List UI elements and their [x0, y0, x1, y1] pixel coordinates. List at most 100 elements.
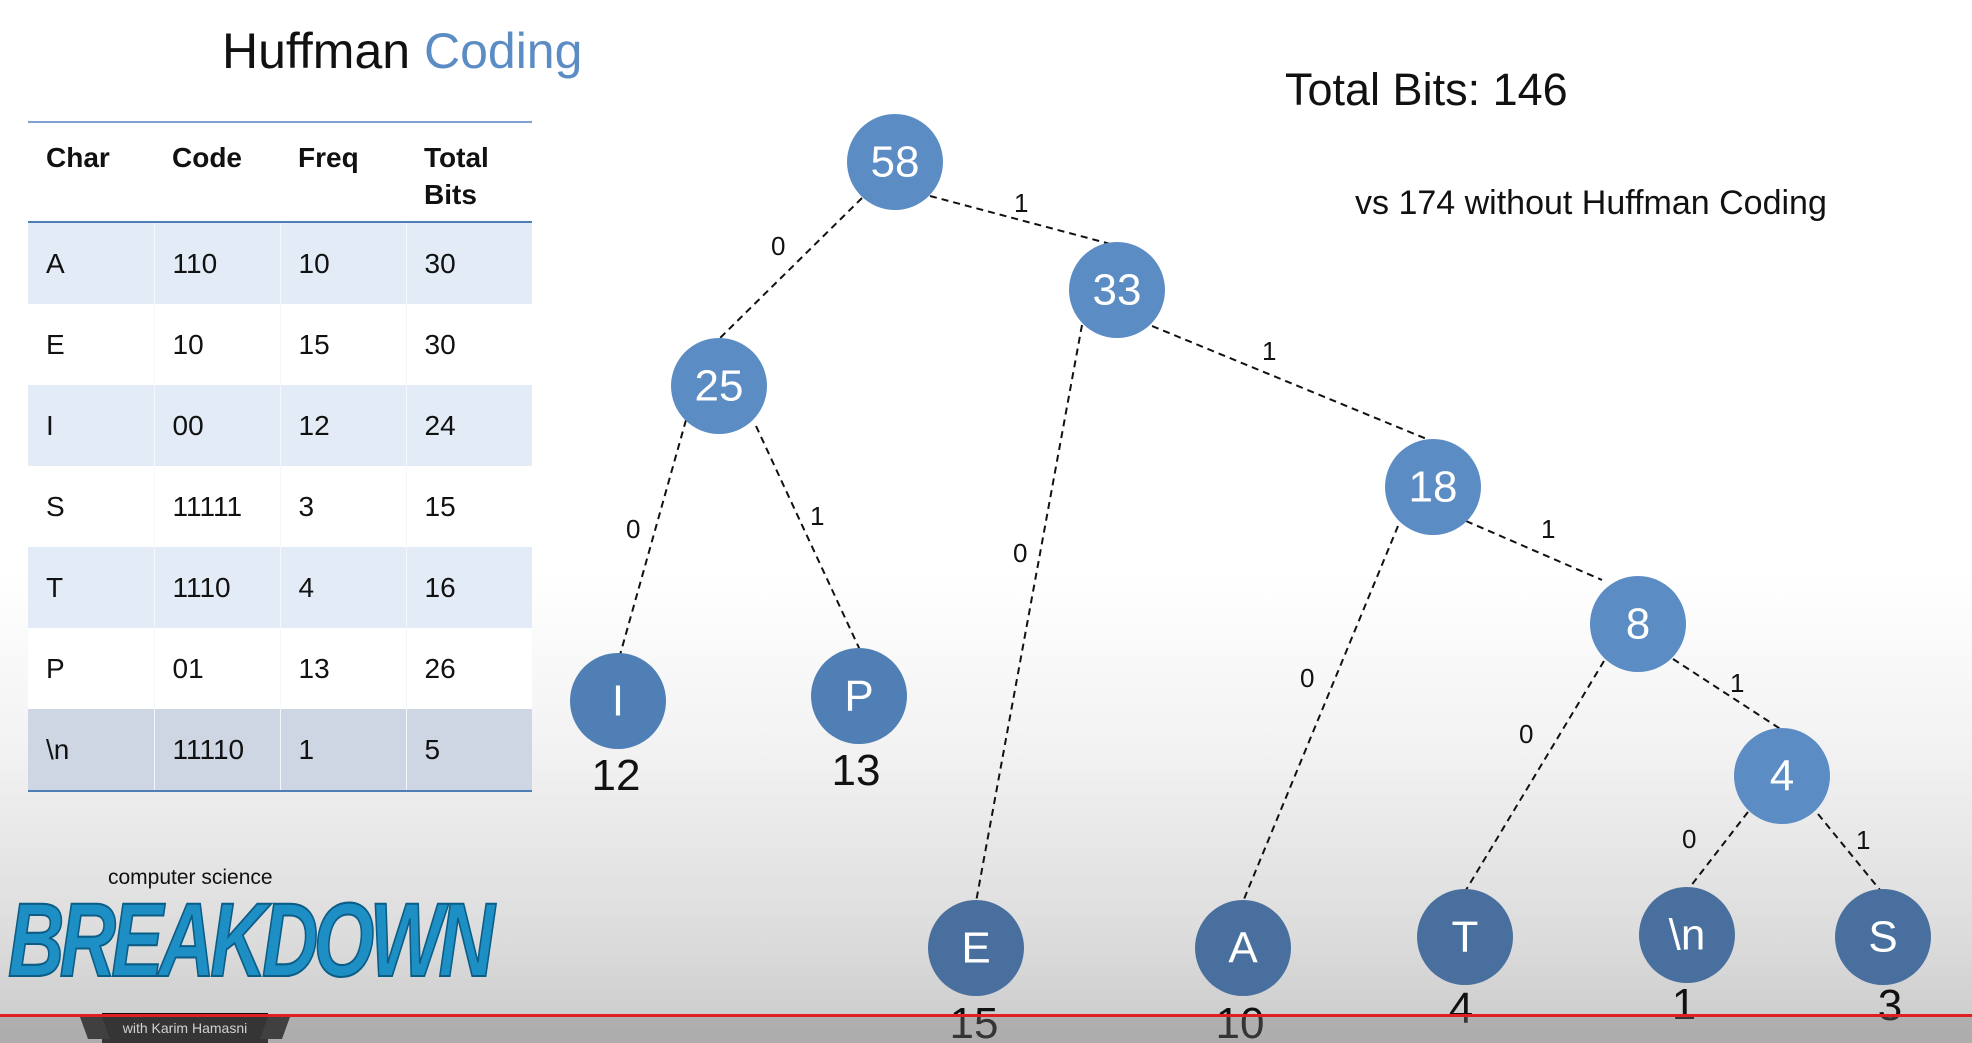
leaf-char: P	[844, 672, 873, 721]
cell-total-bits: 24	[406, 385, 532, 466]
edge-root-33	[929, 195, 1119, 247]
edge-label: 1	[1262, 336, 1276, 366]
edge-4-s	[1817, 813, 1881, 891]
cell-freq: 3	[280, 466, 407, 547]
channel-logo: computer science BREAKDOWN with Karim Ha…	[6, 866, 496, 1043]
leaf-circle	[811, 648, 907, 744]
header-code: Code	[154, 122, 280, 223]
edge-label: 1	[1856, 825, 1870, 855]
node-circle	[1069, 242, 1165, 338]
leaf-frequency: 15	[950, 999, 999, 1043]
cell-freq: 4	[280, 547, 407, 628]
cell-total-bits: 15	[406, 466, 532, 547]
cell-code: 00	[154, 385, 281, 466]
table-header-row: Char Code Freq Total Bits	[28, 122, 532, 223]
huffman-code-table: Char Code Freq Total Bits A 110 10 30 E …	[28, 121, 532, 792]
edge-root-25	[717, 197, 863, 341]
edge-label: 0	[771, 231, 785, 261]
leaf-frequency: 13	[832, 746, 881, 795]
tree-leaf-t: T 4	[1417, 889, 1513, 1033]
edge-label: 1	[810, 501, 824, 531]
header-char: Char	[28, 122, 154, 223]
cell-char: I	[28, 385, 155, 466]
edge-label: 0	[1682, 824, 1696, 854]
tree-node-18: 18	[1385, 439, 1481, 535]
edge-8-4	[1672, 658, 1783, 731]
cell-char: \n	[28, 709, 155, 791]
cell-char: T	[28, 547, 155, 628]
tree-leaf-newline: \n 1	[1639, 887, 1735, 1029]
node-circle	[671, 338, 767, 434]
cell-total-bits: 26	[406, 628, 532, 709]
leaf-frequency: 1	[1672, 980, 1696, 1029]
cell-code: 11110	[154, 709, 281, 791]
tree-node-25: 25	[671, 338, 767, 434]
edge-label: 0	[626, 514, 640, 544]
leaf-circle	[1835, 889, 1931, 985]
edge-label: 1	[1014, 188, 1028, 218]
tree-leaf-e: E 15	[928, 900, 1024, 1043]
leaf-char: A	[1228, 924, 1258, 973]
leaf-char: T	[1452, 913, 1479, 962]
header-freq: Freq	[280, 122, 406, 223]
tree-node-58: 58	[847, 114, 943, 210]
tree-node-4: 4	[1734, 728, 1830, 824]
table-row: E 10 15 30	[28, 304, 532, 385]
tree-leaf-i: I 12	[570, 653, 666, 800]
tree-edges	[619, 195, 1881, 905]
edge-18-a	[1241, 525, 1399, 905]
edge-25-i	[619, 419, 687, 656]
leaf-circle	[570, 653, 666, 749]
cell-char: P	[28, 628, 155, 709]
node-value: 4	[1770, 752, 1794, 801]
video-progress-line[interactable]	[0, 1014, 1972, 1017]
cell-freq: 10	[280, 222, 407, 304]
cell-code: 10	[154, 304, 281, 385]
tree-node-8: 8	[1590, 576, 1686, 672]
node-value: 58	[871, 138, 920, 187]
logo-wordmark: BREAKDOWN	[7, 881, 495, 1000]
edge-4-nl	[1689, 811, 1749, 888]
table-row: S 11111 3 15	[28, 466, 532, 547]
leaf-circle	[1417, 889, 1513, 985]
edge-33-e	[975, 324, 1083, 903]
cell-code: 1110	[154, 547, 281, 628]
comparison-text: vs 174 without Huffman Coding	[1355, 184, 1827, 222]
node-value: 25	[695, 362, 744, 411]
cell-char: A	[28, 222, 155, 304]
cell-freq: 13	[280, 628, 407, 709]
tree-node-33: 33	[1069, 242, 1165, 338]
tree-leaf-s: S 3	[1835, 889, 1931, 1030]
header-total-bits: Total Bits	[406, 122, 532, 223]
leaf-frequency: 12	[592, 751, 641, 800]
edge-label: 0	[1013, 538, 1027, 568]
leaf-circle	[1195, 900, 1291, 996]
node-circle	[1590, 576, 1686, 672]
cell-code: 110	[154, 222, 281, 304]
node-circle	[847, 114, 943, 210]
node-value: 18	[1409, 463, 1458, 512]
cell-char: E	[28, 304, 155, 385]
cell-total-bits: 16	[406, 547, 532, 628]
cell-freq: 15	[280, 304, 407, 385]
node-value: 33	[1093, 266, 1142, 315]
cell-freq: 12	[280, 385, 407, 466]
edge-label: 1	[1730, 668, 1744, 698]
leaf-char: I	[612, 677, 624, 726]
logo-ribbon: with Karim Hamasni	[102, 1013, 268, 1043]
total-bits-text: Total Bits: 146	[1285, 64, 1568, 115]
cell-code: 01	[154, 628, 281, 709]
title-word-huffman: Huffman	[222, 23, 411, 79]
table-row: \n 11110 1 5	[28, 709, 532, 791]
cell-total-bits: 5	[406, 709, 532, 791]
table-row: P 01 13 26	[28, 628, 532, 709]
leaf-frequency: 10	[1216, 999, 1265, 1043]
leaf-char: \n	[1669, 911, 1706, 960]
node-circle	[1385, 439, 1481, 535]
leaf-circle	[928, 900, 1024, 996]
table-row: A 110 10 30	[28, 222, 532, 304]
table-row: T 1110 4 16	[28, 547, 532, 628]
tree-leaf-p: P 13	[811, 648, 907, 795]
page-title: Huffman Coding	[222, 22, 582, 80]
edge-labels: 0 1 0 1 0 1 0 1 0 1 0 1	[626, 188, 1870, 855]
